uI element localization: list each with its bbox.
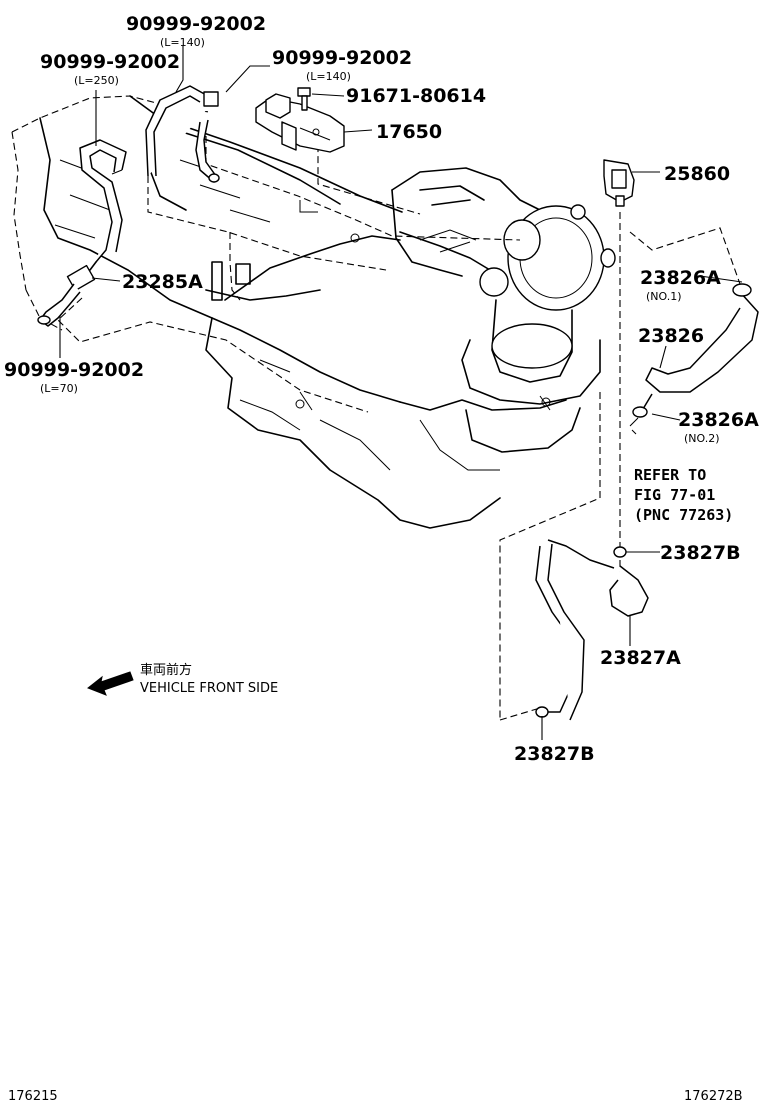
hose-23827a[interactable]: [535, 539, 649, 721]
label-clamp-upper-pn: 23827B: [660, 542, 741, 564]
clamp-23827b-lower[interactable]: [535, 706, 549, 718]
clamp-23827b-upper[interactable]: [613, 546, 627, 558]
label-vsv-pn: 17650: [376, 121, 442, 143]
leader-lines: [59, 46, 743, 740]
label-hose-top-center-pn: 90999-92002: [126, 13, 266, 35]
label-bolt-pn: 91671-80614: [346, 85, 486, 107]
label-hose-no2-pn: 23826A: [678, 409, 759, 431]
label-filter-pn: 23285A: [122, 271, 203, 293]
label-clamp-lower-pn: 23827B: [514, 743, 595, 765]
label-hose-top-right-length: (L=140): [306, 70, 351, 83]
hose-l70[interactable]: [37, 283, 81, 327]
label-hose-no1-pn: 23826A: [640, 267, 721, 289]
direction-en: VEHICLE FRONT SIDE: [140, 681, 278, 696]
label-hose-no2-note: (NO.2): [684, 432, 720, 445]
hose-top-right-l140[interactable]: [195, 119, 220, 183]
engine-assembly: [11, 95, 616, 529]
routing-guides: [57, 131, 741, 721]
label-hose-top-right-pn: 90999-92002: [272, 47, 412, 69]
label-refer-line2: FIG 77-01: [634, 486, 715, 504]
label-hose-bottom-left-length: (L=70): [40, 382, 78, 395]
direction-jp: 車両前方: [140, 662, 192, 678]
hose-l250[interactable]: [79, 139, 127, 263]
vsv-17650[interactable]: [255, 93, 345, 153]
label-hose-top-left-length: (L=250): [74, 74, 119, 87]
footer-right-id: 176272B: [684, 1089, 743, 1104]
label-refer-line3: (PNC 77263): [634, 506, 733, 524]
valve-25860[interactable]: [603, 159, 635, 207]
label-refer-line1: REFER TO: [634, 466, 706, 484]
part-labels: 90999-92002 (L=140) 90999-92002 (L=250) …: [4, 13, 759, 765]
label-hose-bottom-left-pn: 90999-92002: [4, 359, 144, 381]
clamp-23826a-no1[interactable]: [732, 283, 752, 297]
label-hose-top-center-length: (L=140): [160, 36, 205, 49]
label-hose-top-left-pn: 90999-92002: [40, 51, 180, 73]
hose-23826[interactable]: [639, 291, 759, 415]
label-hose-23826-pn: 23826: [638, 325, 704, 347]
clamp-23826a-no2[interactable]: [629, 406, 648, 435]
footer-left-id: 176215: [8, 1089, 58, 1104]
label-hose-no1-note: (NO.1): [646, 290, 682, 303]
label-valve-pn: 25860: [664, 163, 730, 185]
bolt-91671[interactable]: [297, 87, 311, 111]
vehicle-front-indicator: 車両前方 VEHICLE FRONT SIDE: [87, 662, 278, 696]
front-arrow-icon: [87, 671, 134, 696]
label-hose-23827a-pn: 23827A: [600, 647, 681, 669]
hose-top-center-l140[interactable]: [145, 85, 219, 177]
